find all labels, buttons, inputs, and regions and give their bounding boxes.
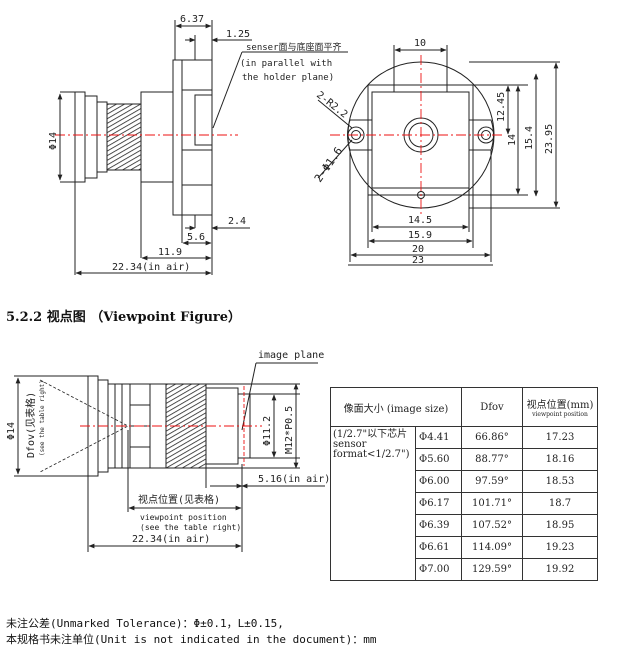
front-view — [317, 45, 560, 266]
table-cell-dfov: 107.52° — [461, 514, 523, 537]
table-row: Φ6.39 107.52° 18.95 — [331, 514, 598, 537]
header-viewpoint-en: viewpoint position — [532, 410, 588, 418]
header-viewpoint-cn: 视点位置(mm) — [526, 399, 594, 411]
dfov-sub: (see the table right) — [39, 380, 46, 456]
dim-14: 14 — [507, 134, 518, 146]
format-note-1: (1/2.7"以下芯片 — [333, 429, 408, 440]
table-cell-size: Φ4.41 — [415, 426, 462, 449]
dim-total-width: 6.37 — [180, 14, 204, 25]
viewpoint-table: 像面大小 (image size) Dfov 视点位置(mm) viewpoin… — [330, 387, 598, 581]
dim-20: 20 — [412, 244, 424, 255]
table-cell-vp: 18.16 — [522, 448, 598, 471]
header-image-size: 像面大小 (image size) — [330, 387, 462, 427]
table-cell-size: Φ5.60 — [415, 448, 462, 471]
dim-diameter: Φ14 — [48, 132, 59, 150]
image-plane-label: image plane — [258, 350, 324, 361]
note-tolerance: 未注公差(Unmarked Tolerance)：Φ±0.1，L±0.15, — [6, 617, 284, 630]
dim-15-4: 15.4 — [524, 126, 535, 150]
tolerance-notes: 未注公差(Unmarked Tolerance)：Φ±0.1，L±0.15, 本… — [6, 616, 377, 648]
dim-12-45: 12.45 — [496, 92, 507, 122]
table-cell-dfov: 66.86° — [461, 426, 523, 449]
note-parallel-cn: senser面与底座面平齐 — [246, 41, 342, 53]
header-dfov: Dfov — [461, 387, 523, 427]
table-cell-vp: 17.23 — [522, 426, 598, 449]
vp-position-en-2: (see the table right) — [140, 523, 241, 532]
dim-hole: 2-Φ1.6 — [312, 145, 345, 185]
dim-r2-2: 2-R2.2 — [314, 90, 349, 121]
table-cell-dfov: 88.77° — [461, 448, 523, 471]
table-cell-size: Φ6.39 — [415, 514, 462, 537]
vp-position-en-1: viewpoint position — [140, 513, 227, 522]
dim-22-34: 22.34(in air) — [112, 262, 190, 273]
table-cell-vp: 19.23 — [522, 536, 598, 559]
table-cell-dfov: 97.59° — [461, 470, 523, 493]
vp-dim-22-34: 22.34(in air) — [132, 534, 210, 545]
table-cell-dfov: 114.09° — [461, 536, 523, 559]
table-cell-dfov: 101.71° — [461, 492, 523, 515]
table-row: Φ6.17 101.71° 18.7 — [331, 492, 598, 515]
format-note-2: sensor format<1/2.7") — [333, 439, 410, 460]
dim-10: 10 — [414, 38, 426, 49]
table-cell-vp: 18.53 — [522, 470, 598, 493]
table-row: Φ6.61 114.09° 19.23 — [331, 536, 598, 559]
note-parallel-en-1: (in parallel with — [240, 59, 332, 69]
table-cell-vp: 18.7 — [522, 492, 598, 515]
table-row: Φ5.60 88.77° 18.16 — [331, 448, 598, 471]
table-cell-vp: 18.95 — [522, 514, 598, 537]
dim-11-9: 11.9 — [158, 247, 182, 258]
vp-dim-diameter: Φ14 — [6, 422, 17, 440]
table-cell-size: Φ6.61 — [415, 536, 462, 559]
vp-dim-m12: M12*P0.5 — [284, 406, 295, 454]
dfov-label: Dfov(见表格) — [24, 392, 37, 458]
table-cell-vp: 19.92 — [522, 558, 598, 581]
dim-15-9: 15.9 — [408, 230, 432, 241]
table-cell-dfov: 129.59° — [461, 558, 523, 581]
header-viewpoint: 视点位置(mm) viewpoint position — [522, 387, 598, 427]
table-cell-size: Φ7.00 — [415, 558, 462, 581]
table-row: Φ7.00 129.59° 19.92 — [331, 558, 598, 581]
vp-position-cn: 视点位置(见表格) — [138, 493, 220, 506]
format-note: (1/2.7"以下芯片 sensor format<1/2.7") — [330, 426, 416, 581]
vp-dim-11-2: Φ11.2 — [262, 416, 273, 446]
section-title: 5.2.2 视点图 （Viewpoint Figure） — [6, 310, 242, 325]
note-unit: 本规格书未注单位(Unit is not indicated in the do… — [6, 633, 377, 646]
dim-flange: 1.25 — [226, 29, 250, 40]
dim-23: 23 — [412, 255, 424, 266]
note-parallel-en-2: the holder plane) — [242, 73, 334, 83]
dim-2-4: 2.4 — [228, 216, 246, 227]
dim-5-6: 5.6 — [187, 232, 205, 243]
table-cell-size: Φ6.17 — [415, 492, 462, 515]
table-cell-size: Φ6.00 — [415, 470, 462, 493]
side-view — [55, 20, 348, 276]
dim-14-5: 14.5 — [408, 215, 432, 226]
dim-23-95: 23.95 — [544, 124, 555, 154]
vp-dim-5-16: 5.16(in air) — [258, 474, 330, 485]
